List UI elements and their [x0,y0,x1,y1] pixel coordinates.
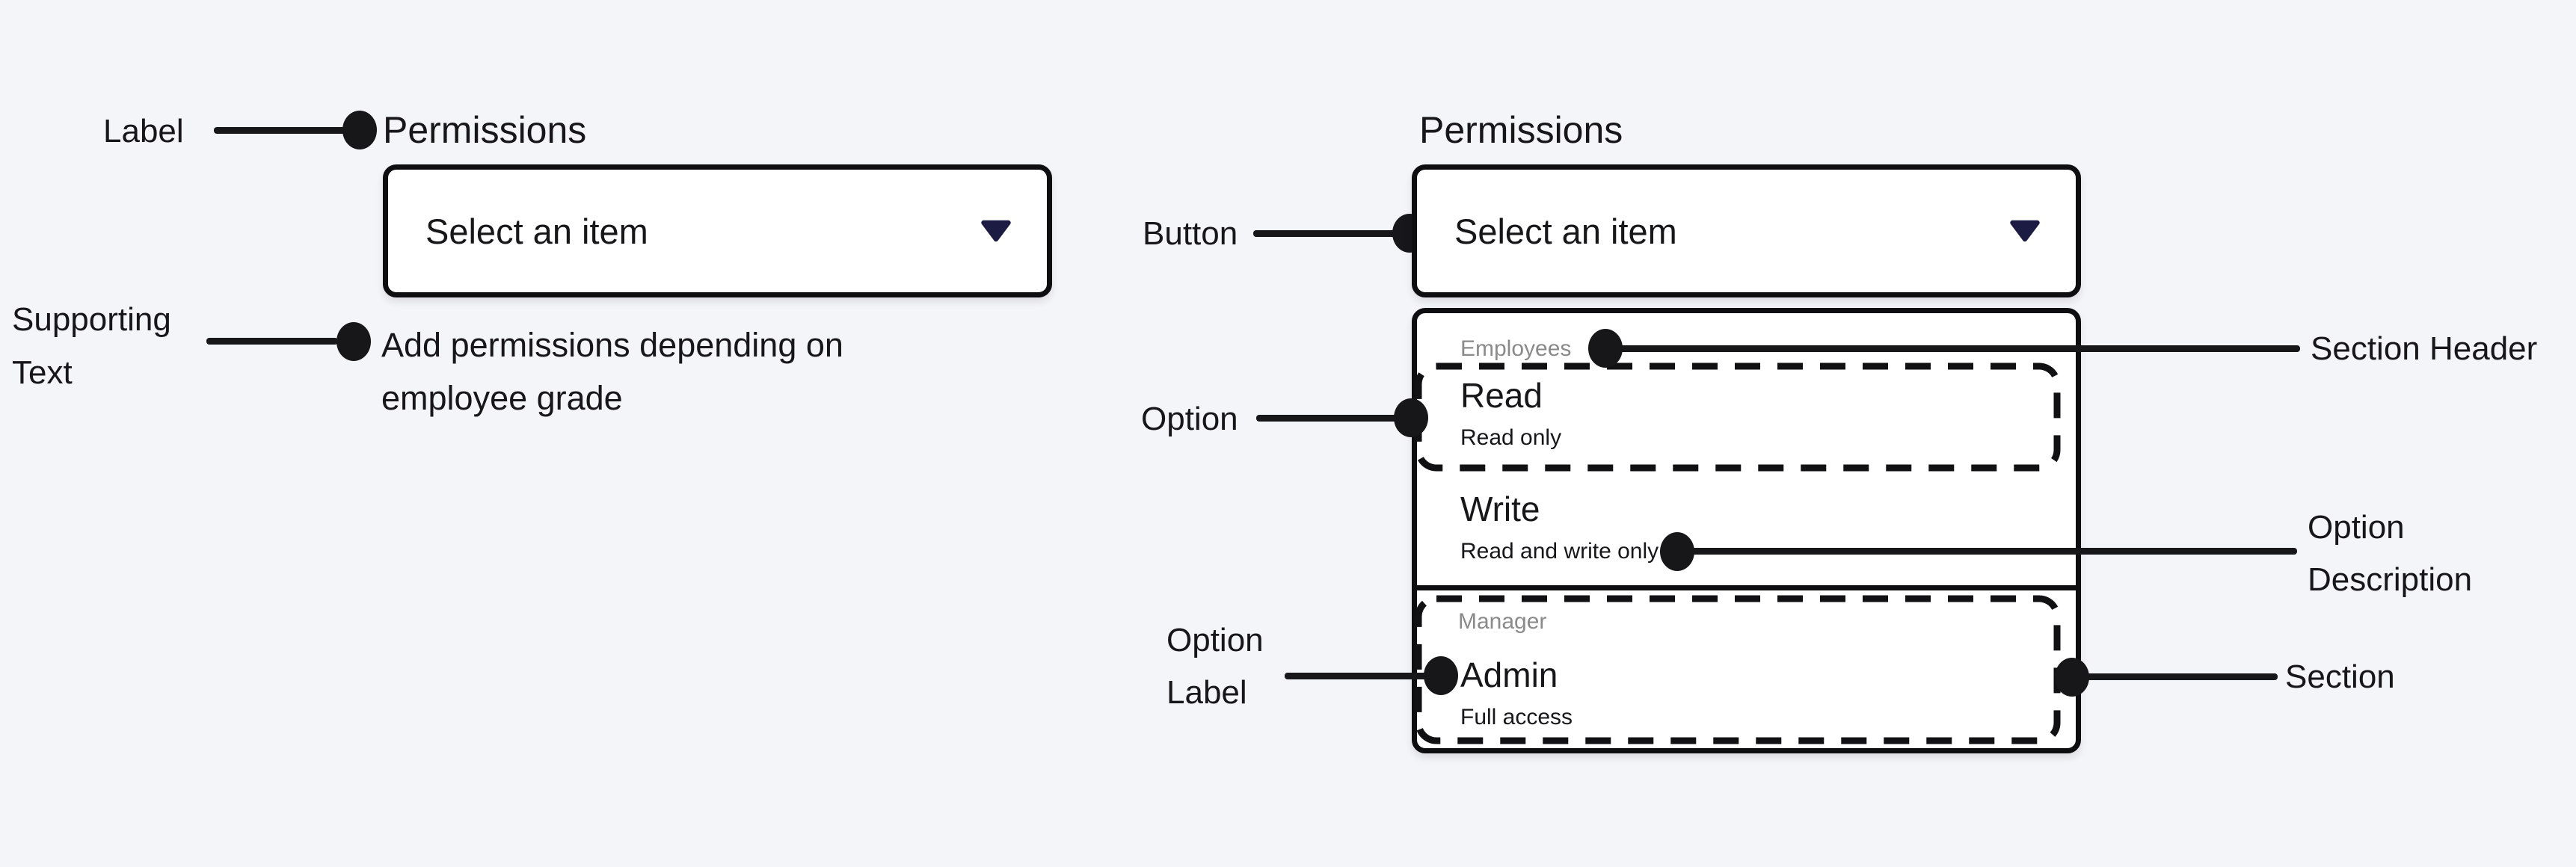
annotation-dot [1394,398,1428,437]
option-read[interactable]: Read Read only [1460,376,1561,451]
annotation-section-header: Section Header [2311,330,2538,367]
right-select-button[interactable]: Select an item [1412,164,2081,297]
option-write-label: Write [1460,490,1540,528]
annotation-line [206,338,338,345]
annotation-option-description-line2: Description [2308,561,2473,598]
right-select-field-label: Permissions [1419,109,1623,151]
annotation-dot [342,111,377,149]
annotation-option-label-line1: Option [1166,622,1264,658]
left-select-field-label: Permissions [383,109,587,151]
left-select-supporting-text: Add permissions depending on employee gr… [381,326,843,417]
annotation-supporting-text-line1: Supporting [12,301,171,338]
annotation-dot [1424,656,1458,695]
annotation-line [1253,230,1395,237]
option-admin[interactable]: Admin Full access [1460,655,1573,730]
chevron-down-icon [981,220,1011,242]
dropdown-menu: Employees Read Read only Write Read and … [1412,308,2081,753]
chevron-down-icon [2010,220,2040,242]
annotation-button: Button [1143,215,1238,252]
annotation-line [1285,673,1427,679]
section-header-manager: Manager [1458,609,1547,634]
annotation-line [1676,548,2297,555]
annotation-option-label-line2: Label [1166,674,1247,711]
annotation-line [2071,673,2278,680]
option-read-description: Read only [1460,425,1562,450]
annotation-line [1256,415,1397,422]
left-select-button-text: Select an item [425,211,648,251]
option-admin-label: Admin [1460,655,1558,694]
left-select-button[interactable]: Select an item [383,164,1052,297]
section-divider [1412,585,2081,590]
annotation-line [1605,345,2300,352]
annotation-option: Option [1141,401,1238,437]
annotation-option-description-line1: Option [2308,509,2405,546]
annotation-supporting-text-line2: Text [12,354,73,391]
annotation-label: Label [103,113,184,149]
section-header-employees: Employees [1460,336,1572,361]
annotation-section: Section [2285,658,2395,695]
option-admin-description: Full access [1460,705,1573,729]
option-read-label: Read [1460,376,1543,415]
option-write-description: Read and write only [1460,539,1659,564]
option-write[interactable]: Write Read and write only [1460,490,1659,564]
annotation-line [214,127,345,134]
annotation-dot [336,322,371,361]
right-select-button-text: Select an item [1454,211,1677,251]
